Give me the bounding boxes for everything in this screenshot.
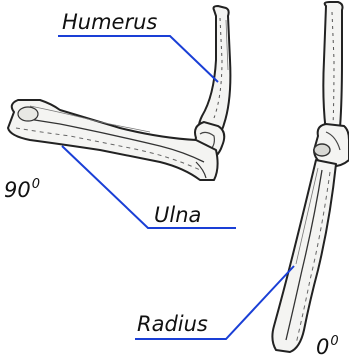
angle-label-flexed: 900 (4, 178, 40, 201)
humerus-bone-flexed (198, 6, 230, 140)
humerus-bone-extended (323, 2, 342, 132)
ulna-label: Ulna (154, 205, 201, 226)
angle-value-extended: 0 (316, 335, 329, 359)
angle-value-flexed: 90 (4, 178, 31, 202)
angle-unit-extended: 0 (330, 334, 338, 349)
humerus-label: Humerus (62, 12, 157, 33)
humerus-leader-line (58, 36, 218, 82)
forearm-bones-flexed (8, 100, 218, 180)
angle-unit-flexed: 0 (32, 177, 40, 192)
forearm-bones-extended (272, 160, 336, 352)
leader-lines (58, 36, 294, 339)
radius-label: Radius (137, 314, 208, 335)
extended-arm (272, 2, 349, 352)
